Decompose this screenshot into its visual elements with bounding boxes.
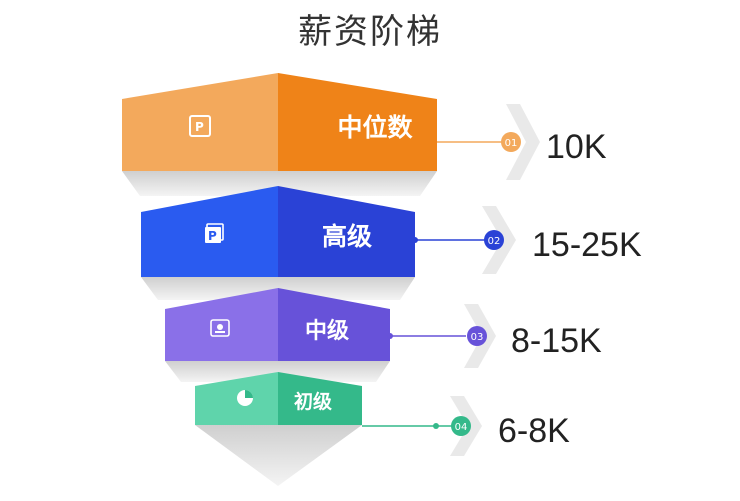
presentation-icon: P — [189, 115, 211, 137]
tier-2-value: 15-25K — [532, 226, 642, 264]
tier-3: 中级 — [165, 288, 390, 382]
tier-3-label: 中级 — [305, 318, 349, 344]
id-card-icon — [210, 319, 230, 337]
tier-4: 初级 — [195, 372, 362, 486]
tier-1-value: 10K — [546, 128, 607, 166]
tier-1-left-face — [122, 73, 278, 171]
tier-4-left-face — [195, 372, 278, 425]
pie-chart-icon — [237, 390, 253, 406]
page-title: 薪资阶梯 — [298, 12, 442, 52]
tier-4-funnel-tip — [195, 425, 362, 486]
svg-text:P: P — [195, 120, 204, 134]
tier-3-shadow — [165, 361, 390, 382]
tier-1-right-face — [278, 73, 437, 171]
tier-2-callout: 02 15-25K — [412, 206, 642, 274]
chevron-right-icon — [482, 206, 516, 274]
tier-4-right-face — [278, 372, 362, 425]
tier-3-value: 8-15K — [511, 322, 602, 360]
presentation-icon: P — [205, 223, 224, 243]
tier-1-number: 01 — [505, 138, 518, 149]
tier-2-number: 02 — [488, 236, 501, 247]
tier-4-callout: 04 6-8K — [362, 396, 570, 456]
tier-2-right-face — [278, 186, 415, 277]
chevron-right-icon — [464, 304, 496, 368]
svg-text:P: P — [208, 229, 217, 243]
tier-1: P 中位数 — [122, 73, 437, 196]
tier-1-label: 中位数 — [337, 113, 413, 142]
tier-4-number: 04 — [455, 422, 468, 433]
tier-4-value: 6-8K — [498, 412, 570, 450]
chevron-right-icon — [506, 104, 540, 180]
tier-2: P 高级 — [141, 186, 415, 300]
tier-3-right-face — [278, 288, 390, 361]
tier-3-number: 03 — [471, 332, 484, 343]
tier-4-label: 初级 — [294, 390, 332, 413]
tier-3-callout: 03 8-15K — [387, 304, 602, 368]
tier-1-callout: 01 10K — [437, 104, 607, 180]
tier-2-label: 高级 — [322, 222, 372, 251]
tier-1-shadow — [122, 171, 437, 196]
chevron-right-icon — [450, 396, 482, 456]
